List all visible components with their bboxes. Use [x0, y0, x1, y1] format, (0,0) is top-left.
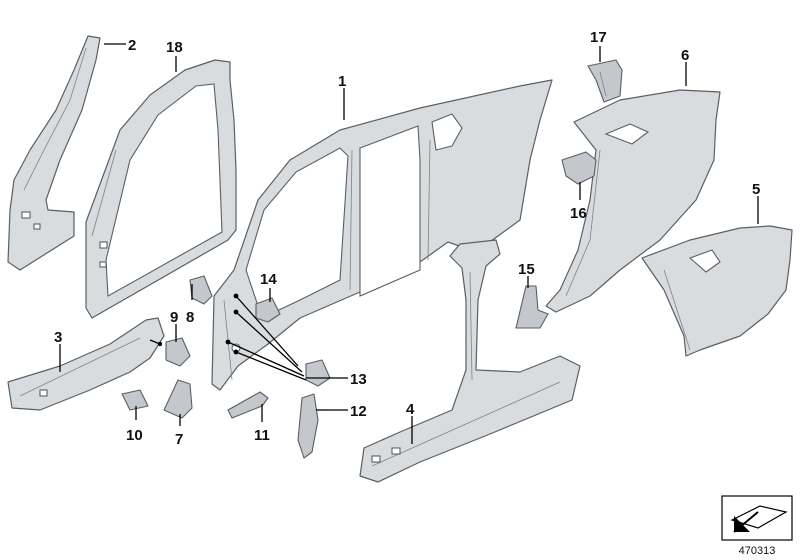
callout-9: 9: [170, 309, 178, 326]
reference-number: 470313: [739, 545, 776, 557]
callout-3: 3: [54, 329, 62, 346]
callout-7: 7: [175, 431, 183, 448]
part-17-bracket: [587, 59, 623, 103]
callout-12: 12: [350, 403, 367, 420]
part-18-door-frame: [85, 59, 237, 319]
callout-6: 6: [681, 47, 689, 64]
part-15-bracket: [515, 285, 549, 329]
part-4-b-pillar-sill: [359, 239, 581, 483]
callout-16: 16: [570, 205, 587, 222]
part-6-rear-quarter-inner: [545, 89, 721, 313]
leader-lines: [59, 43, 759, 444]
part-12-bracket: [297, 393, 319, 459]
part-3-longitudinal-member: [7, 317, 165, 411]
callout-17: 17: [590, 29, 607, 46]
part-11-bracket: [227, 391, 269, 419]
callout-4: 4: [406, 401, 415, 418]
callout-8: 8: [186, 309, 194, 326]
part-2-a-pillar-inner: [7, 35, 101, 271]
callout-1: 1: [338, 73, 346, 90]
callout-labels: 2 18 1 17 6 16 5 15 14 8 9 3 13 12 4 10 …: [54, 29, 760, 448]
part-5-rear-quarter-panel: [641, 225, 793, 357]
part-13-bracket: [305, 359, 331, 387]
callout-11: 11: [254, 427, 270, 444]
reference-symbol: [721, 495, 793, 541]
callout-15: 15: [518, 261, 535, 278]
part-16-bracket: [561, 151, 597, 185]
part-8-bracket: [189, 275, 213, 305]
callout-5: 5: [752, 181, 760, 198]
part-1-side-frame: [211, 79, 553, 391]
callout-18: 18: [166, 39, 183, 56]
callout-14: 14: [260, 271, 277, 288]
part-7-bracket: [163, 379, 193, 419]
part-9-bracket: [165, 337, 191, 367]
part-14-bracket: [255, 297, 281, 323]
callout-10: 10: [126, 427, 143, 444]
callout-13: 13: [350, 371, 367, 388]
part-10-bracket: [121, 389, 149, 411]
callout-2: 2: [128, 37, 136, 54]
